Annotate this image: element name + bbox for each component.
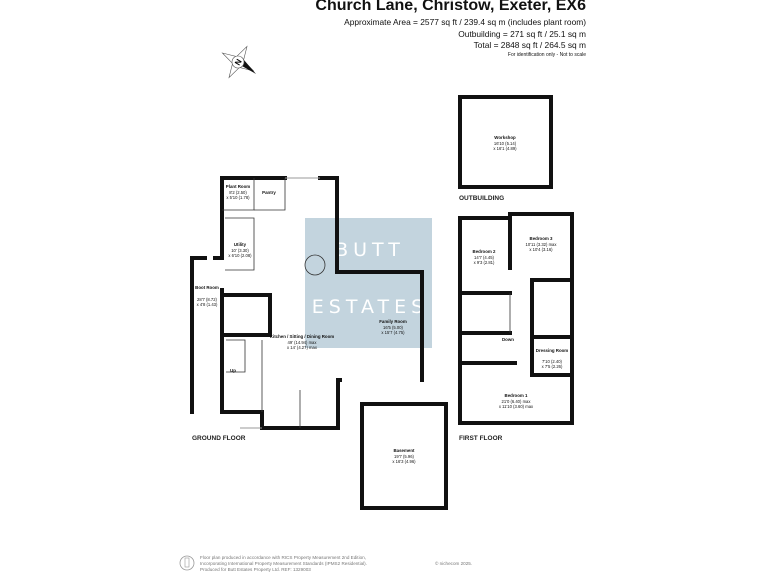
workshop-dim2: x 16'1 (4.89) xyxy=(493,146,517,151)
plant-room-name: Plant Room xyxy=(226,184,250,189)
pantry-name: Pantry xyxy=(262,190,276,195)
dressing-room-name: Dressing Room xyxy=(536,348,569,353)
family-room-dim2: x 15'7 (4.75) xyxy=(381,330,405,335)
first-floor-plan: Bedroom 2 14'7 (4.45) x 9'3 (2.81) Bedro… xyxy=(458,212,574,442)
kitchen-dim2: x 14' (4.27) max xyxy=(287,345,318,350)
outbuilding-label: OUTBUILDING xyxy=(459,195,504,202)
approximate-area: Approximate Area = 2577 sq ft / 239.4 sq… xyxy=(344,17,586,27)
watermark-line2: ESTATES xyxy=(312,296,428,318)
basement-plan: Basement 19'7 (5.96) x 16'3 (4.96) xyxy=(360,402,448,510)
workshop-dim1: 16'10 (5.14) xyxy=(494,141,517,146)
footer-line3: Produced for Butt Estates Property Ltd. … xyxy=(200,567,311,572)
bedroom3-dim1: 10'11 (3.32) max xyxy=(526,242,558,247)
dressing-room-dim1: 7'10 (2.40) xyxy=(542,359,562,364)
page-title: Church Lane, Christow, Exeter, EX6 xyxy=(315,0,586,14)
workshop-name: Workshop xyxy=(494,135,516,140)
basement-dim1: 19'7 (5.96) xyxy=(394,454,414,459)
bedroom3-name: Bedroom 3 xyxy=(530,236,553,241)
disclaimer-note: For identification only - Not to scale xyxy=(507,52,586,58)
bedroom3-dim2: x 10'4 (3.16) xyxy=(529,247,553,252)
bedroom2-dim2: x 9'3 (2.81) xyxy=(474,260,495,265)
watermark-line1: BUTT xyxy=(335,239,405,261)
kitchen-dim1: 49' (14.94) max xyxy=(288,340,318,345)
bedroom1-name: Bedroom 1 xyxy=(505,393,528,398)
utility-name: Utility xyxy=(234,242,247,247)
utility-dim2: x 6'10 (2.08) xyxy=(228,253,252,258)
plant-room-dim2: x 5'10 (1.78) xyxy=(226,195,250,200)
basement-name: Basement xyxy=(394,448,416,453)
plant-room-dim1: 8'2 (2.50) xyxy=(229,190,247,195)
boot-room-name: Boot Room xyxy=(195,285,219,290)
footer-copyright: © nichecom 2025. xyxy=(435,561,473,566)
kitchen-name: Kitchen / Sitting / Dining Room xyxy=(270,334,334,339)
footer: Floor plan produced in accordance with R… xyxy=(200,555,472,573)
stairs-down-label: Down xyxy=(502,337,514,342)
footer-line2: Incorporating International Property Mea… xyxy=(200,561,367,566)
family-room-name: Family Room xyxy=(379,319,407,324)
compass-north-icon: N xyxy=(221,45,256,79)
outbuilding-plan: Workshop 16'10 (5.14) x 16'1 (4.89) OUTB… xyxy=(458,95,553,202)
first-floor-label: FIRST FLOOR xyxy=(459,435,503,442)
footer-line1: Floor plan produced in accordance with R… xyxy=(200,555,366,560)
ground-floor-plan: Plant Room 8'2 (2.50) x 5'10 (1.78) Pant… xyxy=(190,176,424,442)
basement-dim2: x 16'3 (4.96) xyxy=(392,459,416,464)
bedroom2-name: Bedroom 2 xyxy=(473,249,496,254)
boot-room-dim1: 28'7 (8.72) xyxy=(197,297,217,302)
dressing-room-dim2: x 7'5 (2.26) xyxy=(542,364,563,369)
stairs-up-label: Up xyxy=(230,368,236,373)
utility-dim1: 10' (3.30) xyxy=(231,248,249,253)
watermark: BUTT ESTATES xyxy=(305,218,432,348)
bedroom2-dim1: 14'7 (4.45) xyxy=(474,255,494,260)
total-area: Total = 2848 sq ft / 264.5 sq m xyxy=(473,40,586,50)
boot-room-dim2: x 4'8 (1.43) xyxy=(197,302,218,307)
outbuilding-area: Outbuilding = 271 sq ft / 25.1 sq m xyxy=(458,29,586,39)
ground-floor-label: GROUND FLOOR xyxy=(192,435,246,442)
bedroom1-dim2: x 11'10 (3.60) max xyxy=(499,404,534,409)
family-room-dim1: 16'5 (5.00) xyxy=(383,325,403,330)
bedroom1-dim1: 21'0 (6.40) max xyxy=(502,399,532,404)
rics-logo-icon xyxy=(179,555,195,571)
compass-letter: N xyxy=(233,57,244,67)
